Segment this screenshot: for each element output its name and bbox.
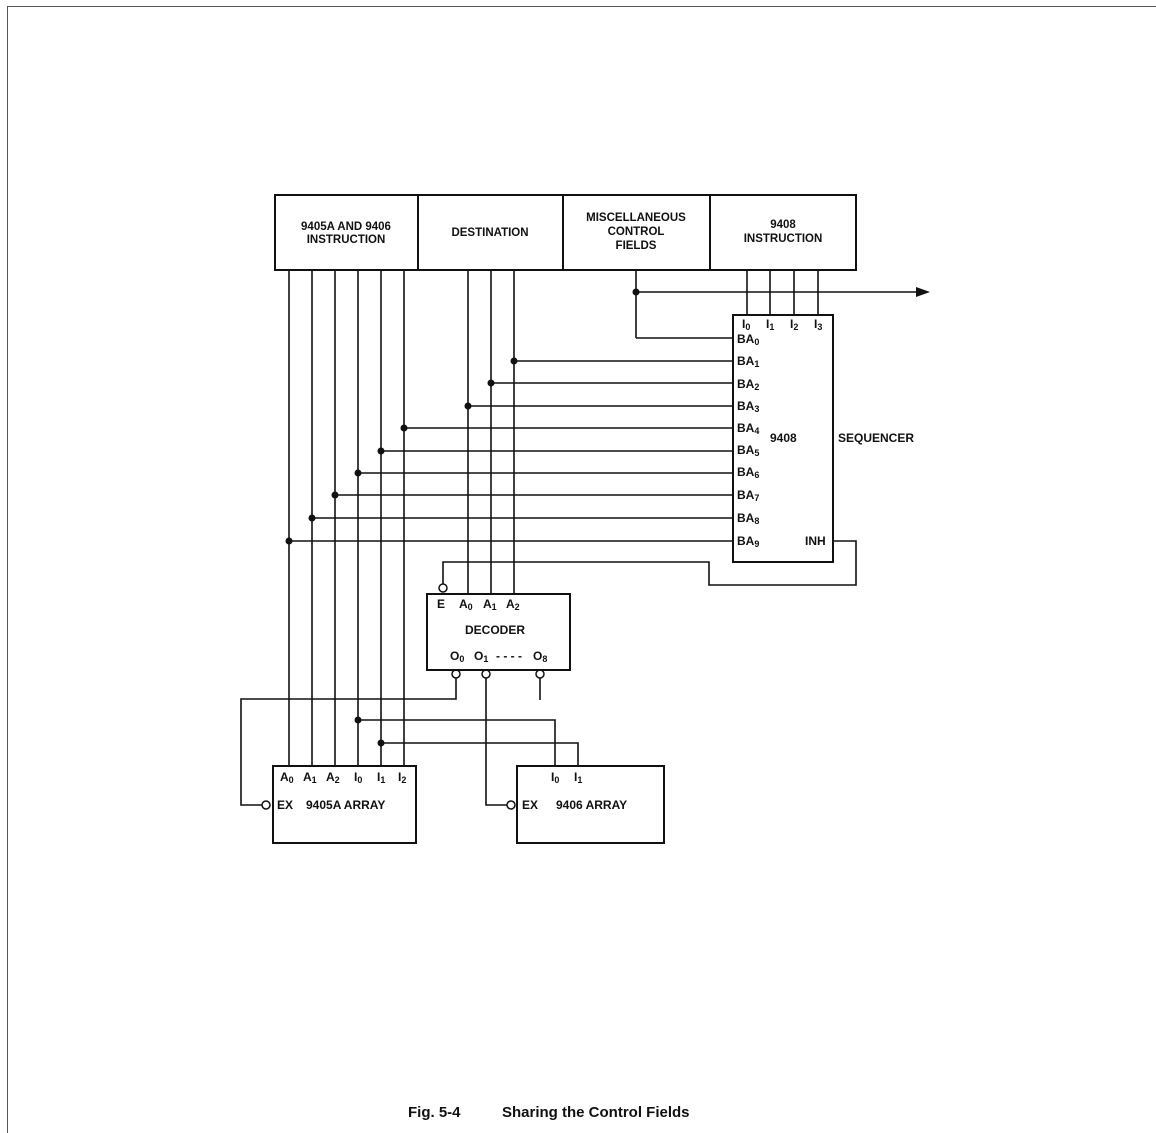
sequencer: I0 I1 I2 I3 BA0 BA1 BA2 BA3 BA4 BA5 BA6 … [732,314,914,563]
seq-input-i2: I2 [790,317,798,332]
wiring [240,270,930,810]
decoder-box [426,593,571,671]
field-9408-line1: 9408 [770,219,796,231]
ex-bubble-9405a [261,800,271,810]
decoder-input-a1: A1 [483,597,497,612]
wire-shared-i1 [381,742,579,766]
decoder-label: DECODER [465,623,525,637]
field-9405a-9406-line1: 9405A AND 9406 [301,221,391,233]
wire-shared-i0 [358,719,556,766]
field-misc-line2: CONTROL [608,226,665,238]
array-9405a-pin-i0: I0 [354,770,362,785]
array-9406-pin-i1: I1 [574,770,582,785]
instruction-register: 9405A AND 9406 INSTRUCTION DESTINATION M… [274,194,857,271]
seq-pin-ba4: BA4 [737,421,759,436]
o0-bubble [451,669,461,679]
decoder-input-a0: A0 [459,597,473,612]
array-9405a-pin-a0: A0 [280,770,294,785]
instruction-register-box [274,194,857,271]
junction-dot [400,424,408,432]
array-9405a-pin-i1: I1 [377,770,385,785]
seq-pin-ba1: BA1 [737,354,759,369]
junction-dot [632,288,640,296]
wire-o0-ex [240,678,457,806]
array-9406-ex: EX [522,798,538,812]
sequencer-box [732,314,834,563]
junction-dot [487,379,495,387]
decoder-out-o0: O0 [450,649,464,664]
junction-dot [354,469,362,477]
figure-caption: Fig. 5-4 Sharing the Control Fields [408,1104,690,1121]
junction-dot [377,739,385,747]
field-destination: DESTINATION [451,227,528,239]
wire-o1-ex [485,678,507,806]
field-misc-line3: FIELDS [616,240,657,252]
caption-title: Sharing the Control Fields [502,1104,690,1121]
array-9405a-pin-i2: I2 [398,770,406,785]
seq-pin-ba0: BA0 [737,332,759,347]
seq-input-i1: I1 [766,317,774,332]
seq-pin-ba6: BA6 [737,465,759,480]
junction-dot [464,402,472,410]
seq-pin-ba9: BA9 [737,534,759,549]
junction-dot [377,447,385,455]
seq-pin-ba5: BA5 [737,443,759,458]
field-9408-line2: INSTRUCTION [744,233,823,245]
array-9405a-ex: EX [277,798,293,812]
sequencer-center-label: 9408 [770,431,797,445]
seq-pin-ba8: BA8 [737,511,759,526]
decoder-out-dashes: - - - - [496,649,522,663]
ex-bubble-9406 [506,800,516,810]
junction-dot [331,491,339,499]
arrow-head [916,287,930,297]
junction-dot [308,514,316,522]
junction-dot [510,357,518,365]
array-9405a: A0 A1 A2 I0 I1 I2 EX 9405A ARRAY [272,765,417,844]
o8-bubble [535,669,545,679]
junction-dot [285,537,293,545]
decoder-out-o8: O8 [533,649,547,664]
decoder-enable: E [437,597,445,611]
o1-bubble [481,669,491,679]
seq-pin-ba2: BA2 [737,377,759,392]
seq-pin-inh: INH [805,534,826,548]
array-9406-pin-i0: I0 [551,770,559,785]
field-misc-line1: MISCELLANEOUS [586,212,686,224]
seq-pin-ba3: BA3 [737,399,759,414]
seq-pin-ba7: BA7 [737,488,759,503]
decoder-input-a2: A2 [506,597,520,612]
array-9405a-pin-a1: A1 [303,770,317,785]
array-9405a-label: 9405A ARRAY [306,798,385,812]
enable-bubble [438,583,448,593]
sequencer-side-label: SEQUENCER [838,431,914,445]
seq-input-i3: I3 [814,317,822,332]
array-9406-label: 9406 ARRAY [556,798,627,812]
page-frame [7,6,1156,1133]
wire-inh-enable [442,540,857,586]
field-9405a-9406-line2: INSTRUCTION [307,234,386,246]
caption-fig-number: Fig. 5-4 [408,1104,461,1121]
array-9406-box [516,765,665,844]
array-9405a-pin-a2: A2 [326,770,340,785]
seq-input-i0: I0 [742,317,750,332]
array-9406: I0 I1 EX 9406 ARRAY [516,765,665,844]
array-9405a-box [272,765,417,844]
decoder: E A0 A1 A2 DECODER O0 O1 - - - - O8 [426,593,571,671]
junction-dot [354,716,362,724]
decoder-out-o1: O1 [474,649,488,664]
